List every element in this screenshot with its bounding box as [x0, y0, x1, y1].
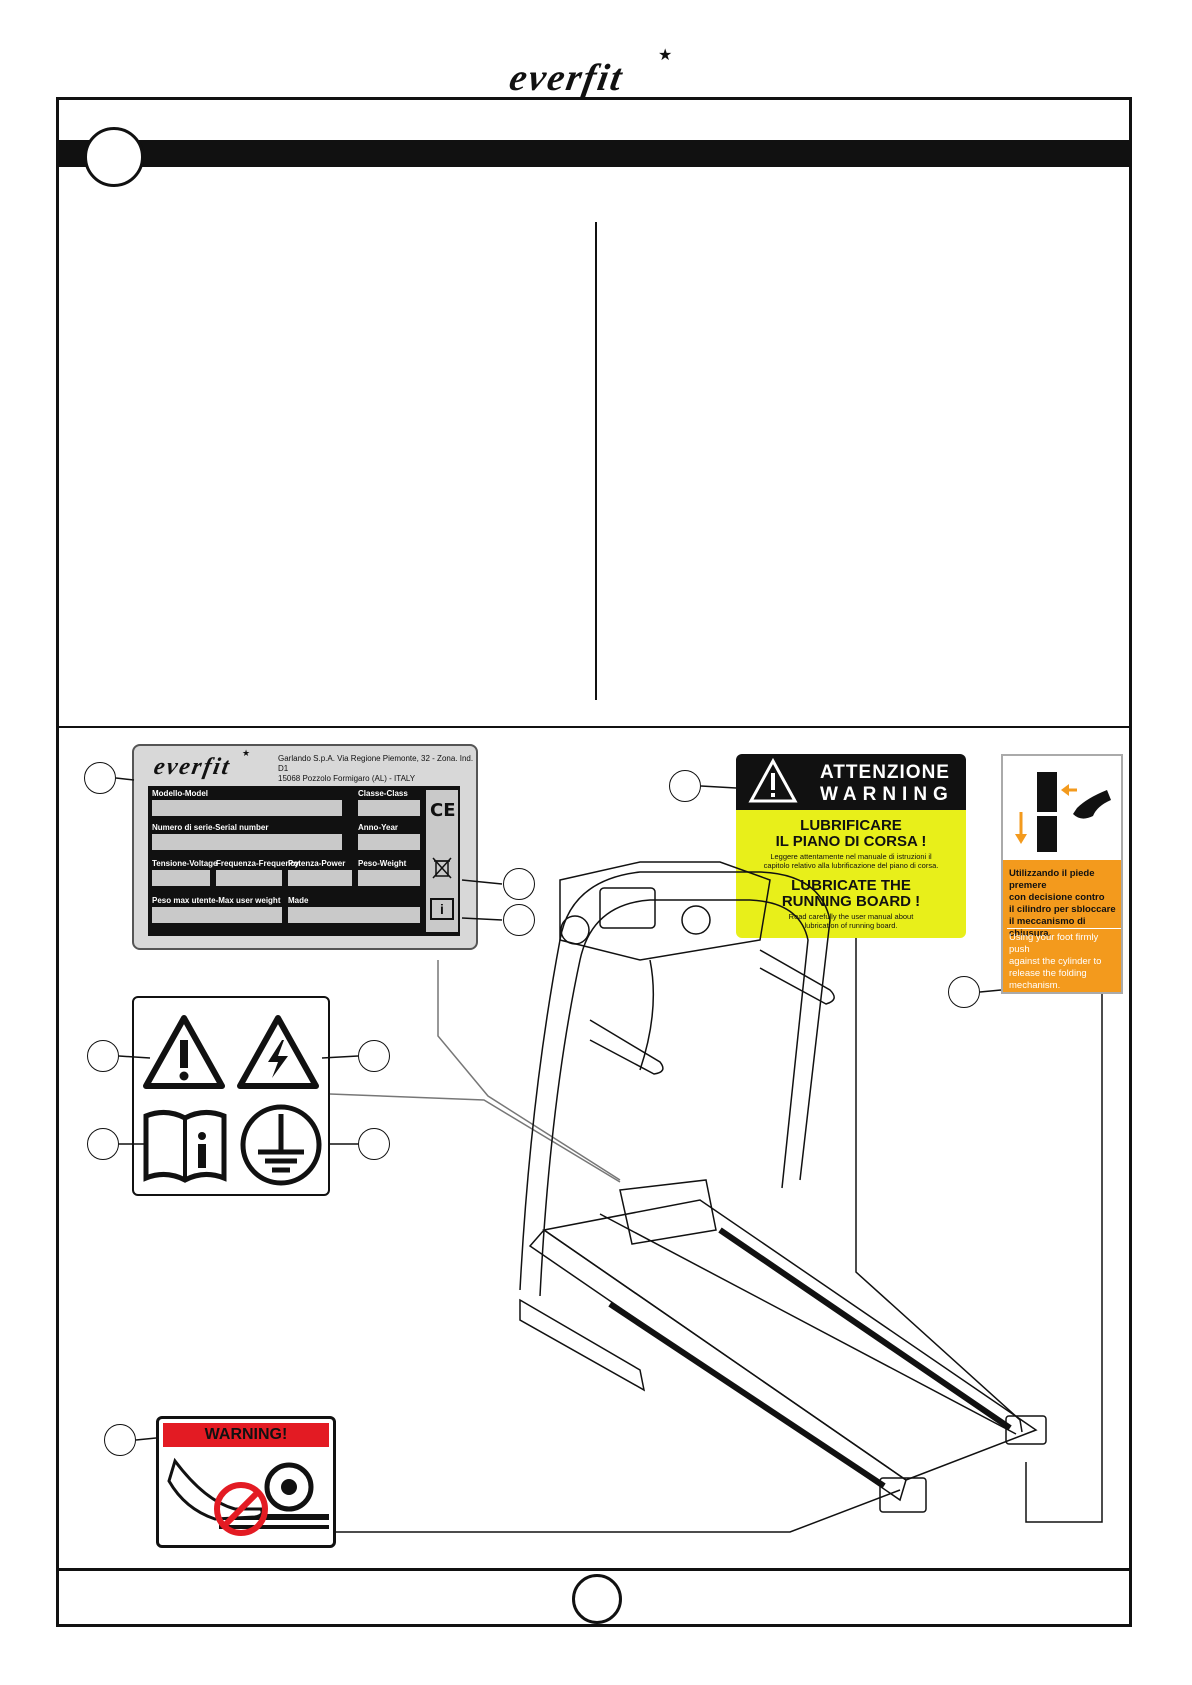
made-label: Made	[288, 896, 309, 905]
voltage-label: Tensione-Voltage	[152, 859, 218, 868]
frequency-field	[216, 870, 282, 886]
folding-text-it: Utilizzando il piede premere con decisio…	[1009, 868, 1116, 939]
callout-ground	[358, 1128, 390, 1160]
callout-lubricate	[669, 770, 701, 802]
callout-weee	[503, 868, 535, 900]
lubricate-body-it-2: capitolo relativo alla lubrificazione de…	[763, 861, 939, 870]
callout-high-voltage	[358, 1040, 390, 1072]
page-frame	[56, 97, 1132, 1627]
frequency-label: Frequenza-Frequency	[216, 859, 300, 868]
lubricate-warning-label: ATTENZIONE WARNING LUBRIFICARE IL PIANO …	[736, 754, 966, 938]
safety-symbols-box	[132, 996, 330, 1196]
lubricate-head-it-2: IL PIANO DI CORSA !	[775, 833, 927, 850]
warning-title-en: WARNING	[820, 784, 954, 805]
voltage-field	[152, 870, 210, 886]
lubricate-body-it-1: Leggere attentamente nel manuale di istr…	[770, 852, 932, 861]
hand-warning-label: WARNING!	[156, 1416, 336, 1548]
folding-separator	[1007, 928, 1121, 929]
star-icon: ★	[658, 47, 673, 64]
ground-icon	[240, 1104, 322, 1186]
warning-triangle-small-icon	[748, 758, 798, 803]
ce-mark: CE	[430, 800, 456, 821]
folding-label: Utilizzando il piede premere con decisio…	[1001, 754, 1123, 994]
class-field	[358, 800, 420, 816]
made-field	[288, 907, 420, 923]
foot-push-icon	[1015, 772, 1111, 852]
max-user-label: Peso max utente-Max user weight	[152, 896, 281, 905]
warning-triangle-icon	[143, 1015, 225, 1089]
page-number-circle	[572, 1574, 622, 1624]
year-field	[358, 834, 420, 850]
hand-warning-title: WARNING!	[163, 1423, 329, 1447]
power-field	[288, 870, 352, 886]
callout-plate-manual	[503, 904, 535, 936]
lubricate-body-en-1: Read carefully the user manual about	[788, 912, 914, 921]
lubricate-head-en-1: LUBRICATE THE	[791, 877, 911, 894]
high-voltage-icon	[237, 1015, 319, 1089]
warning-title-it: ATTENZIONE	[820, 762, 950, 783]
section-header-bar	[56, 140, 1132, 167]
weight-label: Peso-Weight	[358, 859, 407, 868]
lubricate-head-it-1: LUBRIFICARE	[800, 817, 902, 834]
column-divider	[595, 222, 597, 700]
folding-text-en: Using your foot firmly push against the …	[1009, 932, 1102, 991]
weee-bin-icon	[432, 857, 452, 879]
warning-header: ATTENZIONE WARNING	[736, 754, 966, 810]
year-label: Anno-Year	[358, 823, 399, 832]
serial-field	[152, 834, 342, 850]
plate-manual-icon: i	[430, 898, 454, 920]
read-manual-icon	[143, 1110, 227, 1183]
class-label: Classe-Class	[358, 789, 408, 798]
footer-divider	[56, 1568, 1132, 1571]
section-divider	[56, 726, 1132, 728]
model-label: Modello-Model	[152, 789, 208, 798]
callout-warning-triangle	[87, 1040, 119, 1072]
lubricate-body-en-2: lubrication of running board.	[804, 921, 898, 930]
power-label: Potenza-Power	[288, 859, 346, 868]
max-user-field	[152, 907, 282, 923]
callout-plate	[84, 762, 116, 794]
callout-hand-warning	[104, 1424, 136, 1456]
plate-address: Garlando S.p.A. Via Regione Piemonte, 32…	[278, 754, 474, 783]
plate-data-panel: Modello-Model Classe-Class Numero di ser…	[148, 786, 460, 936]
section-number-circle	[84, 127, 144, 187]
weight-field	[358, 870, 420, 886]
rating-plate: everfit ★ Garlando S.p.A. Via Regione Pi…	[132, 744, 478, 950]
warning-body: LUBRIFICARE IL PIANO DI CORSA ! Leggere …	[736, 810, 966, 938]
callout-folding	[948, 976, 980, 1008]
plate-marks-column: CE i	[426, 790, 458, 932]
plate-star-icon: ★	[242, 748, 251, 758]
callout-read-manual	[87, 1128, 119, 1160]
lubricate-head-en-2: RUNNING BOARD !	[781, 893, 921, 910]
no-hands-roller-icon	[167, 1457, 329, 1536]
serial-label: Numero di serie-Serial number	[152, 823, 269, 832]
folding-illustration	[1003, 756, 1121, 860]
model-field	[152, 800, 342, 816]
